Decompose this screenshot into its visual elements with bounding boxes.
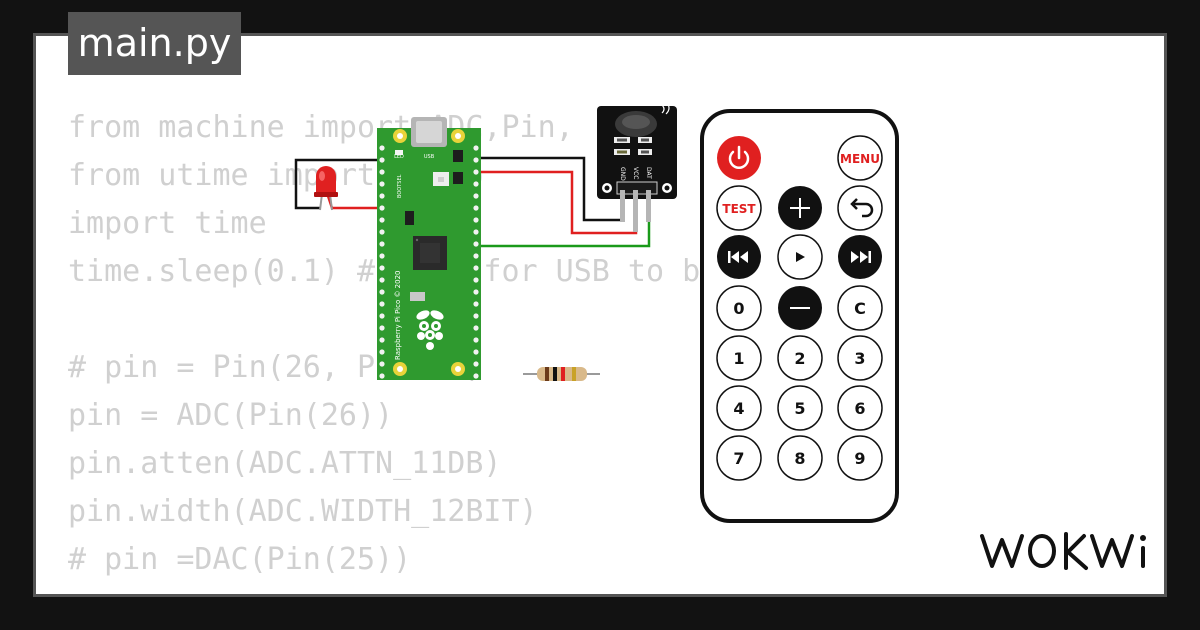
raspberry-logo-icon — [416, 310, 444, 350]
code-line: pin.atten(ADC.ATTN_11DB) — [68, 446, 502, 481]
digit-8-button[interactable]: 8 — [777, 435, 823, 481]
rewind-icon — [728, 251, 748, 263]
digit-9-button[interactable]: 9 — [837, 435, 883, 481]
digit-6-button[interactable]: 6 — [837, 385, 883, 431]
menu-button[interactable]: MENU — [837, 135, 883, 181]
digit-label: 4 — [733, 399, 744, 418]
next-button[interactable] — [838, 235, 882, 279]
clear-button[interactable]: C — [837, 285, 883, 331]
led-label: LED — [394, 154, 404, 160]
digit-label: 5 — [794, 399, 805, 418]
plus-button[interactable] — [778, 186, 822, 230]
wokwi-logo — [980, 532, 1146, 570]
digit-3-button[interactable]: 3 — [837, 335, 883, 381]
digit-1-button[interactable]: 1 — [716, 335, 762, 381]
fast-forward-icon — [851, 251, 871, 263]
digit-7-button[interactable]: 7 — [716, 435, 762, 481]
mounting-holes — [393, 129, 465, 376]
digit-0-button[interactable]: 0 — [716, 285, 762, 331]
power-icon — [728, 145, 750, 169]
pico-pins-right — [473, 145, 479, 379]
digit-label: C — [854, 299, 866, 318]
previous-button[interactable] — [717, 235, 761, 279]
wire-red-led — [326, 195, 385, 210]
digit-label: 6 — [854, 399, 865, 418]
menu-label: MENU — [840, 152, 880, 166]
digit-label: 8 — [794, 449, 805, 468]
test-button[interactable]: TEST — [716, 185, 762, 231]
digit-label: 9 — [854, 449, 865, 468]
play-icon — [796, 252, 805, 262]
file-tab[interactable]: main.py — [68, 12, 241, 75]
ir-pin-label: GND — [619, 167, 626, 181]
code-line: import time — [68, 206, 267, 241]
board-label: Raspberry Pi Pico © 2020 — [394, 271, 402, 361]
play-button[interactable] — [777, 234, 823, 280]
ir-pin-label: DAT — [645, 167, 652, 179]
digit-label: 1 — [733, 349, 744, 368]
minus-button[interactable] — [778, 286, 822, 330]
pico-pins-left — [379, 145, 385, 379]
digit-5-button[interactable]: 5 — [777, 385, 823, 431]
red-led[interactable] — [314, 166, 338, 211]
onboard-led — [395, 150, 403, 155]
code-line: from machine import ADC,Pin, — [68, 110, 574, 145]
resistor[interactable] — [523, 367, 600, 381]
usb-label: USB — [424, 154, 435, 160]
digit-label: 7 — [733, 449, 744, 468]
test-label: TEST — [722, 202, 756, 216]
digit-4-button[interactable]: 4 — [716, 385, 762, 431]
power-button[interactable] — [717, 136, 761, 180]
ir-remote[interactable]: MENU TEST — [700, 109, 899, 523]
return-arrow-icon — [850, 198, 874, 218]
code-line: led = Pin(5, Pin.OUT) — [68, 584, 899, 594]
code-line: pin = ADC(Pin(26)) — [68, 398, 394, 433]
code-line: # pin =DAC(Pin(25)) — [68, 542, 412, 577]
digit-label: 3 — [854, 349, 865, 368]
digit-label: 2 — [794, 349, 805, 368]
back-button[interactable] — [837, 185, 883, 231]
ir-pin-label: VCC — [632, 167, 639, 179]
digit-2-button[interactable]: 2 — [777, 335, 823, 381]
digit-label: 0 — [733, 299, 744, 318]
code-preview: from machine import ADC,Pin,from utime i… — [68, 104, 899, 594]
code-line: pin.width(ADC.WIDTH_12BIT) — [68, 494, 538, 529]
raspberry-pi-pico[interactable]: LED USB BOOTSEL Raspberry Pi Pico © 2020 — [377, 117, 481, 380]
ir-receiver[interactable]: GND VCC DAT — [597, 101, 677, 232]
plus-icon — [790, 198, 810, 218]
bootsel-label: BOOTSEL — [397, 174, 403, 198]
wire-black-led — [294, 158, 385, 210]
